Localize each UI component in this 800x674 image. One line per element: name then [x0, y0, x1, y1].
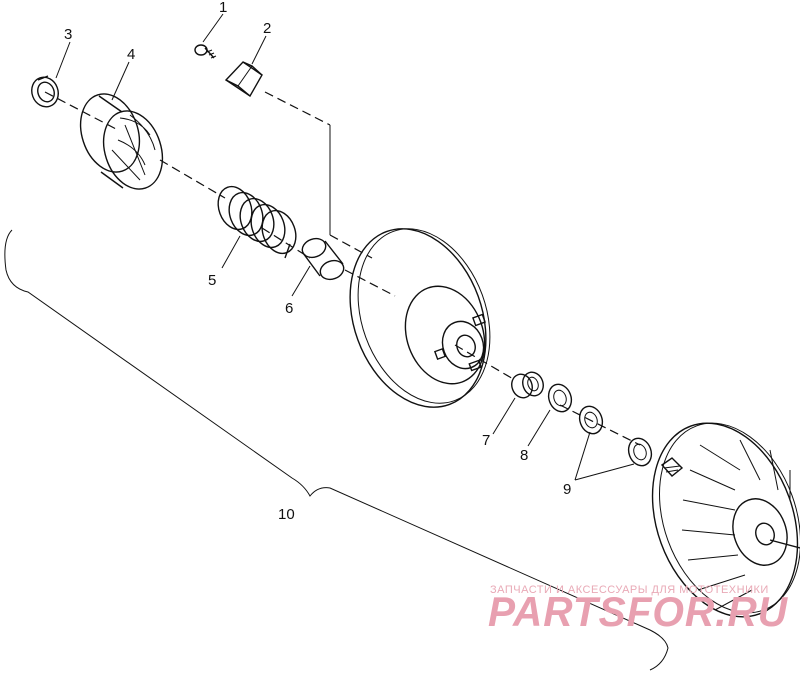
part-3-snap-ring	[31, 75, 59, 108]
watermark-logo: PARTSFOR.RU	[488, 588, 789, 635]
callout-7: 7	[482, 432, 490, 449]
callout-9: 9	[563, 481, 571, 498]
part-5-spring	[217, 185, 297, 259]
callout-10: 10	[278, 506, 295, 523]
callout-6: 6	[285, 300, 293, 317]
leader-lines	[55, 13, 635, 481]
callout-5: 5	[208, 272, 216, 289]
part-8-washer	[547, 383, 573, 413]
callout-8: 8	[520, 447, 528, 464]
part-2-wedge-block	[224, 61, 263, 97]
callout-3: 3	[64, 26, 72, 43]
movable-sheave	[349, 228, 491, 408]
callout-1: 1	[219, 0, 227, 16]
assembly-axis	[44, 91, 641, 446]
callout-4: 4	[127, 46, 135, 63]
watermark: ЗАПЧАСТИ И АКСЕССУАРЫ ДЛЯ МОТОТЕХНИКИ PA…	[488, 584, 789, 635]
part-1-screw	[194, 44, 217, 59]
part-7-bearing	[511, 371, 544, 399]
part-6-bushing	[301, 237, 345, 281]
assembly-bracket-10	[4, 229, 669, 671]
fixed-sheave	[651, 422, 800, 618]
part-9-shims	[578, 405, 653, 467]
callout-2: 2	[263, 20, 271, 37]
watermark-tagline: ЗАПЧАСТИ И АКСЕССУАРЫ ДЛЯ МОТОТЕХНИКИ	[490, 584, 769, 596]
part-4-cam	[79, 93, 164, 190]
callout-labels: 1 2 3 4 5 6 7 8 9 10	[64, 0, 571, 523]
